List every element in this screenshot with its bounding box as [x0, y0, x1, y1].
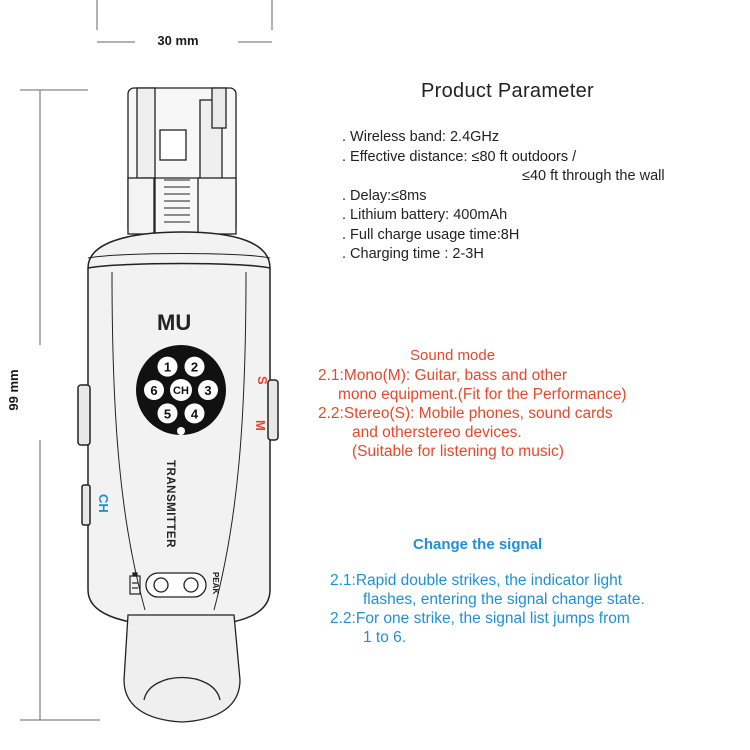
width-dimension-label: 30 mm	[157, 33, 199, 48]
switch-label-m: M	[253, 420, 268, 431]
sound-mode-line-5: (Suitable for listening to music)	[352, 443, 564, 460]
change-signal-line-3: 2.2:For one strike, the signal list jump…	[330, 610, 630, 627]
sound-mode-line-2: mono equipment.(Fit for the Performance)	[338, 386, 627, 403]
sound-mode-line-4: and otherstereo devices.	[352, 424, 522, 441]
height-dimension	[20, 89, 100, 721]
sound-mode-line-3: 2.2:Stereo(S): Mobile phones, sound card…	[318, 405, 613, 422]
sound-mode-text: 2.1:Mono(M): Guitar, bass and other mono…	[318, 366, 627, 461]
change-signal-line-2: flashes, entering the signal change stat…	[363, 591, 645, 608]
change-signal-line-4: 1 to 6.	[363, 629, 407, 646]
channel-button-2[interactable]	[184, 356, 205, 377]
channel-button-label: 2	[191, 360, 198, 375]
switch-label-s: S	[255, 376, 270, 385]
parameters-list: . Wireless band: 2.4GHz . Effective dist…	[342, 128, 665, 265]
channel-center-button[interactable]	[170, 379, 192, 401]
channel-button-label: 4	[191, 406, 199, 421]
peak-label: PEAK	[211, 572, 220, 594]
side-label-ch: CH	[96, 494, 111, 513]
battery-icon	[129, 572, 141, 595]
param-delay: . Delay:≤8ms	[342, 187, 427, 204]
sound-mode-line-1: 2.1:Mono(M): Guitar, bass and other	[318, 367, 567, 384]
channel-button-label: 1	[164, 360, 171, 375]
sound-mode-title: Sound mode	[410, 347, 496, 364]
param-usage-time: . Full charge usage time:8H	[342, 226, 520, 243]
parameters-title: Product Parameter	[421, 80, 594, 102]
param-battery: . Lithium battery: 400mAh	[342, 207, 508, 223]
peak-indicator	[145, 572, 207, 598]
height-dimension-label: 99 mm	[6, 369, 21, 411]
channel-center-label: CH	[173, 385, 189, 397]
channel-button-label: 5	[164, 406, 171, 421]
change-signal-text: 2.1:Rapid double strikes, the indicator …	[330, 571, 645, 647]
brand-label: MU	[157, 310, 191, 335]
channel-buttons: 1 234 56 CH	[144, 356, 218, 424]
xlr-connector	[127, 87, 237, 235]
channel-button-label: 3	[204, 383, 211, 398]
channel-button-1[interactable]	[157, 356, 178, 377]
param-effective-distance: . Effective distance: ≤80 ft outdoors /	[342, 148, 577, 165]
bottom-jack	[123, 614, 241, 723]
param-charging-time: . Charging time : 2-3H	[342, 246, 484, 262]
param-wireless-band: . Wireless band: 2.4GHz	[342, 129, 500, 145]
model-label: TRANSMITTER	[164, 460, 176, 548]
param-effective-distance-wall: ≤40 ft through the wall	[522, 168, 665, 184]
channel-button-3[interactable]	[198, 380, 218, 400]
channel-button-6[interactable]	[144, 380, 164, 400]
channel-button-label: 6	[150, 383, 157, 398]
change-signal-line-1: 2.1:Rapid double strikes, the indicator …	[330, 572, 623, 589]
channel-button-5[interactable]	[157, 403, 178, 424]
width-dimension	[96, 0, 273, 43]
change-signal-title: Change the signal	[413, 536, 543, 553]
channel-button-4[interactable]	[184, 403, 205, 424]
